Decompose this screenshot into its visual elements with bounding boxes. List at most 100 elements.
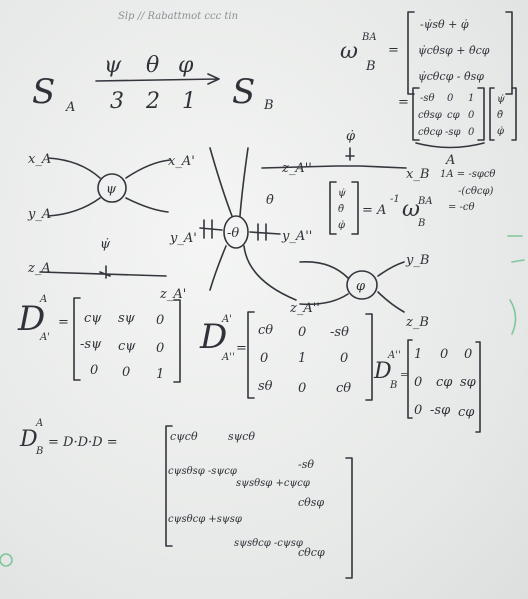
prod-13: -sθ [298, 458, 314, 471]
a-31: cθcφ [418, 127, 442, 138]
kin-theta: θ̇ [338, 204, 344, 215]
axis-zA1: z_A' [159, 287, 186, 302]
a-23: 0 [468, 110, 475, 121]
inv-note-1: 1A = -sφcθ [440, 169, 495, 180]
kin-psi: ψ̇ [338, 188, 346, 199]
d2-23: 0 [340, 351, 348, 366]
a-33: 0 [468, 127, 475, 138]
zA-axis [39, 265, 167, 279]
prod-11: cψcθ [170, 430, 198, 443]
theta-limbs [209, 147, 297, 301]
d3-13: 0 [464, 347, 472, 362]
axis-yB: y_B [405, 253, 429, 268]
kin-phi: φ̇ [338, 220, 345, 231]
a-11: -sθ [420, 93, 435, 104]
d1-33: 1 [156, 367, 164, 382]
d1-sup: A [39, 294, 47, 305]
frame-from-sub: A [65, 100, 75, 115]
d2-symbol: D [199, 317, 227, 357]
d3-33: cφ [458, 405, 475, 420]
prod-lhs: D [19, 427, 38, 452]
d3-23: sφ [460, 375, 477, 390]
frame-from: S [32, 72, 55, 112]
axis-zA: z_A [27, 261, 51, 276]
psi-limbs [47, 157, 171, 217]
green-marker-dot [0, 553, 13, 567]
d2-21: 0 [260, 351, 268, 366]
a-13: 1 [468, 93, 474, 104]
rate-phi: φ̇ [497, 126, 504, 137]
a-label: A [445, 153, 455, 168]
d1-32: 0 [122, 365, 130, 380]
axis-yA1: y_A' [169, 231, 197, 246]
d2-32: 0 [298, 381, 306, 396]
a-underbrace [415, 142, 485, 149]
frame-to-sub: B [263, 98, 274, 113]
d1-12: sψ [118, 311, 136, 326]
green-marker-traces [507, 235, 525, 335]
prod-31: cψsθcφ +sψsφ [168, 514, 242, 525]
d3-11: 1 [414, 347, 422, 362]
d1-21: -sψ [80, 337, 102, 352]
seq-1: 1 [182, 89, 196, 114]
axis-xA1: x_A' [168, 154, 195, 169]
a-matrix-brackets [412, 87, 485, 141]
joint-phi-label: φ [356, 279, 366, 294]
rate-psi-diag: ψ̇ [100, 237, 111, 252]
prod-lhs-sub: B [35, 446, 43, 457]
prod-23: cθsφ [298, 496, 324, 509]
d2-31: sθ [258, 379, 273, 394]
prod-12: sψcθ [228, 430, 255, 443]
d2-brackets [247, 311, 373, 401]
kin-inv: -1 [390, 194, 400, 205]
phi-limbs [299, 261, 405, 313]
d1-22: cψ [118, 339, 136, 354]
inv-note-3: = -cθ [448, 202, 475, 213]
d2-sub: A'' [221, 352, 235, 363]
kin-rhs: = A [362, 203, 386, 218]
joint-theta-circle [223, 215, 249, 249]
rate-theta: θ̇ [497, 110, 503, 121]
prod-33: cθcφ [298, 546, 325, 559]
omega-row-2: ψ̇cθsφ + θ̇cφ [418, 44, 490, 57]
prod-22: sψsθsφ +cψcφ [236, 478, 310, 489]
d1-brackets [73, 297, 181, 383]
a-32: -sφ [445, 127, 461, 138]
joint-theta-label: -θ [227, 226, 239, 241]
inv-note-2: -(cθcφ) [458, 186, 494, 197]
angle-theta: θ [146, 53, 159, 78]
d1-23: 0 [156, 341, 164, 356]
d2-22: 1 [298, 351, 306, 366]
d2-11: cθ [258, 323, 273, 338]
seq-2: 2 [145, 89, 160, 114]
rate-vector-brackets [489, 87, 517, 141]
axis-zB: z_B [405, 315, 429, 330]
kin-omega-sub: B [417, 218, 425, 229]
omega-sub: B [365, 59, 376, 74]
frame-to: S [232, 72, 255, 112]
zA2-axis [261, 165, 407, 169]
d2-12: 0 [298, 325, 306, 340]
omega-row-1: -ψ̇sθ + φ̇ [420, 18, 469, 31]
prod-32: sψsθcφ -cψsφ [234, 538, 303, 549]
axis-zA2: z_A'' [281, 161, 312, 176]
theta-bearing [199, 219, 281, 241]
phi-rate-mark [345, 147, 355, 161]
d1-symbol: D [17, 299, 45, 339]
d3-21: 0 [414, 375, 422, 390]
d3-32: -sφ [430, 403, 451, 418]
d3-31: 0 [414, 403, 422, 418]
angle-psi: ψ [104, 53, 122, 78]
a-21: cθsφ [418, 110, 442, 121]
d2-33: cθ [336, 381, 351, 396]
omega-row-3: ψ̇cθcφ - θ̇sφ [418, 70, 484, 83]
d3-brackets [407, 339, 481, 433]
omega-eq: = [388, 43, 399, 58]
prod-lhs-sup: A [35, 418, 43, 429]
seq-3: 3 [110, 89, 124, 114]
a-12: 0 [447, 93, 454, 104]
d3-eq: = [400, 370, 408, 381]
axis-xA: x_A [28, 152, 51, 167]
axis-xB: x_B [406, 167, 429, 182]
